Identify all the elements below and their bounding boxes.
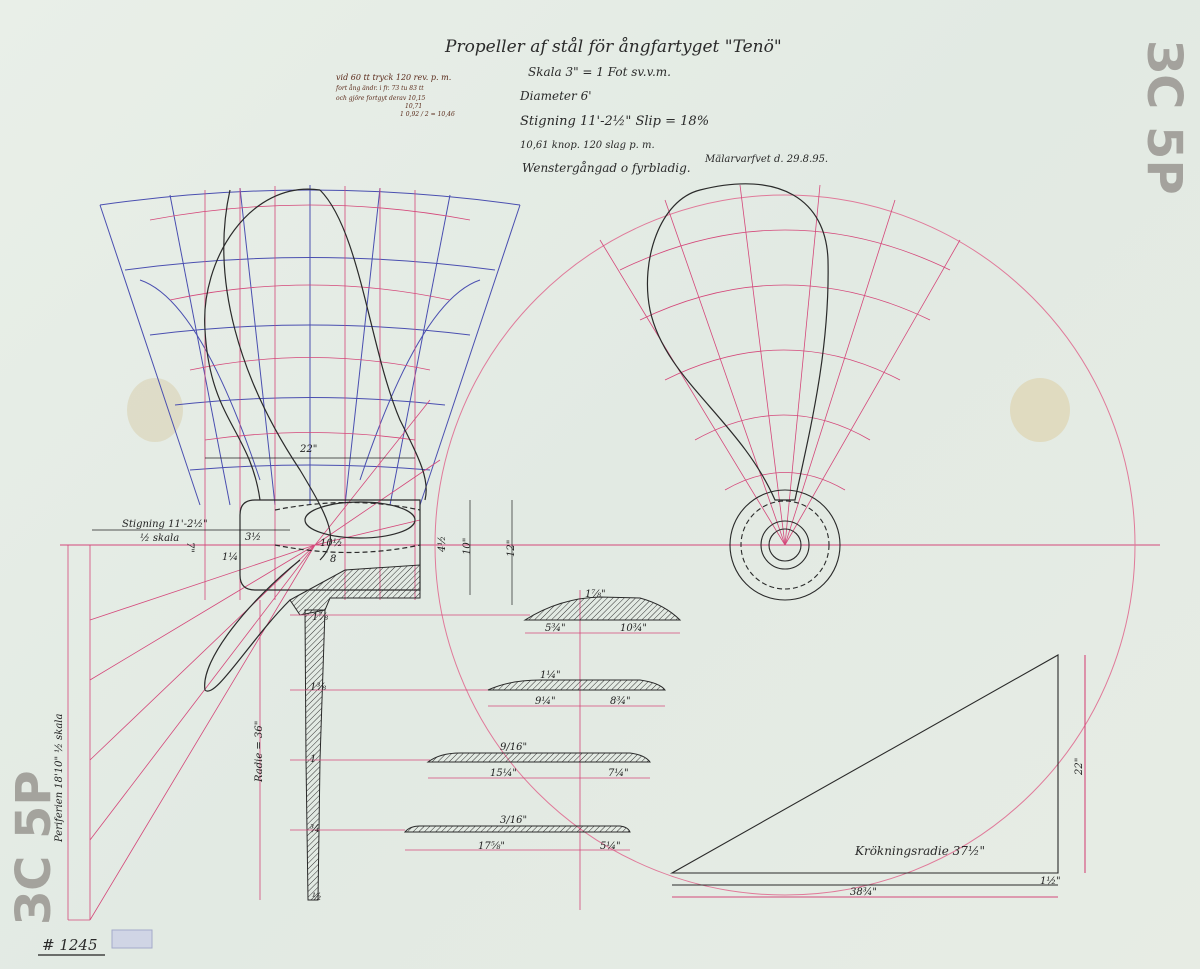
- section-right-width: 8¾": [610, 696, 631, 707]
- margin-note-line: fort ång ändr. i fr. 73 tu 83 tt: [335, 85, 424, 92]
- archive-stamp: [111, 929, 153, 949]
- dim-hub-3half: 3½: [245, 532, 261, 543]
- dim-hub-10: 10": [462, 538, 473, 555]
- diameter-text: Diameter 6': [519, 89, 592, 103]
- margin-note-line: 10,71: [405, 103, 422, 110]
- shaft-dim: 1: [310, 754, 316, 765]
- drawing-title: Propeller af stål för ångfartyget "Tenö": [444, 37, 782, 57]
- shaft-dim: ¾: [310, 824, 320, 835]
- margin-note-line: vid 60 tt tryck 120 rev. p. m.: [336, 73, 451, 82]
- section-1-dims: 1⅞" 5¾" 10¾": [545, 589, 647, 634]
- section-right-width: 7¼": [608, 768, 629, 779]
- section-4-dims: 3/16" 17⅝" 5¼": [478, 815, 621, 852]
- section-thickness: 9/16": [500, 742, 527, 753]
- blade-outline-side: [204, 188, 427, 692]
- shaft-dim: 1⅜: [310, 682, 326, 693]
- stain: [1010, 378, 1070, 442]
- dim-hub-8: 8: [330, 554, 336, 565]
- section-thickness: 3/16": [500, 815, 527, 826]
- speed-text: 10,61 knop. 120 slag p. m.: [520, 140, 655, 151]
- section-lines: [290, 590, 581, 910]
- hub-section-hatched: [289, 564, 421, 616]
- shaft-dim: 1⅞: [312, 612, 328, 623]
- triangle-base-label: 38¾": [850, 887, 877, 898]
- section-right-width: 10¾": [620, 623, 647, 634]
- front-view-lines: [599, 184, 961, 546]
- margin-note-line: och gjöre fortgyt derav 10,15: [336, 95, 426, 102]
- stamp-bottom-left: ЗС 5Р: [6, 770, 62, 925]
- signature-text: Mälarvarfvet d. 29.8.95.: [704, 154, 828, 165]
- margin-note-line: 1 0,92 / 2 = 10,46: [400, 111, 455, 118]
- section-left-width: 15¼": [490, 768, 517, 779]
- triangle-thickness-label: 1½": [1040, 876, 1061, 887]
- periphery-label: Periferien 18'10" ½ skala: [54, 713, 65, 843]
- section-left-width: 17⅝": [478, 841, 505, 852]
- developed-blade-grid: [99, 185, 521, 506]
- dim-hub-4half: 4½: [437, 536, 448, 553]
- section-left-width: 9¼": [535, 696, 556, 707]
- pitch-label: Stigning 11'-2½": [122, 519, 208, 530]
- shaft-dim: ½: [312, 892, 322, 903]
- pitch-scale-label: ½ skala: [140, 533, 179, 544]
- propeller-disk-circle: [434, 194, 1136, 896]
- curvature-radius-label: Krökningsradie 37½": [854, 844, 985, 858]
- catalog-number: # 1245: [42, 936, 98, 954]
- hub-front-view: [729, 489, 841, 601]
- dim-blade-width: 22": [299, 444, 317, 455]
- section-thickness: 1¼": [540, 670, 561, 681]
- curvature-triangle: [669, 654, 1086, 898]
- dim-hub-1quarter: 1¼: [222, 552, 238, 563]
- section-thickness: 1⅞": [585, 589, 606, 600]
- blade-sections: [403, 596, 682, 851]
- section-left-width: 5¾": [545, 623, 566, 634]
- pitch-text: Stigning 11'-2½" Slip = 18%: [520, 114, 709, 129]
- stain: [127, 378, 183, 442]
- section-3-dims: 9/16" 15¼" 7¼": [490, 742, 629, 779]
- dim-hub-10half: 10½: [320, 538, 342, 549]
- scale-text: Skala 3" = 1 Fot sv.v.m.: [528, 65, 671, 79]
- direction-text: Wenstergångad o fyrbladig.: [522, 160, 691, 175]
- triangle-height-label: 22": [1074, 758, 1085, 776]
- dim-hub-12: 12": [506, 540, 517, 557]
- pink-construction-lines: [67, 186, 471, 921]
- section-right-width: 5¼": [600, 841, 621, 852]
- section-2-dims: 1¼" 9¼" 8¾": [535, 670, 631, 707]
- stamp-top-right: ЗС 5Р: [1136, 40, 1192, 195]
- radius-label: Radie = 36": [254, 721, 265, 783]
- hub-side-view: [239, 499, 421, 591]
- blade-outline-front: [646, 183, 829, 501]
- dim-hub-7: 7": [184, 542, 195, 553]
